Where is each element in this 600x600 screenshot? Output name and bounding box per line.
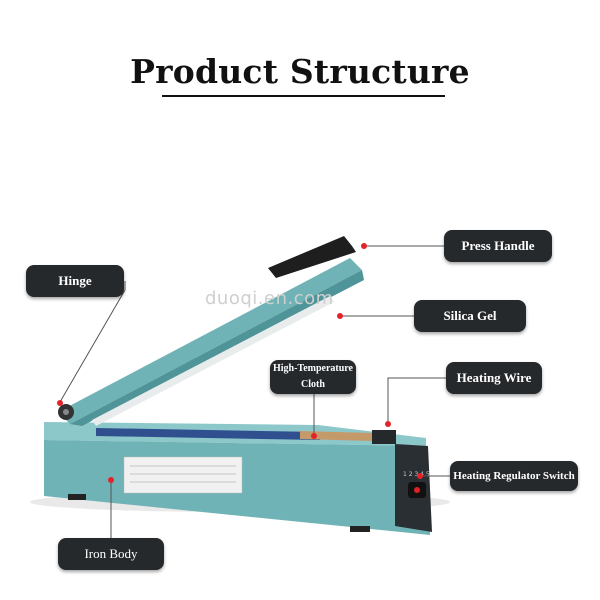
label-hinge: Hinge [26,265,124,297]
label-cloth-line2: Cloth [301,379,325,390]
upper-arm-underside [70,270,364,426]
marker-heating-wire [385,421,391,427]
marker-iron-body [108,477,114,483]
seal-strip [96,428,320,440]
title-underline [162,95,445,97]
high-temp-cloth [300,431,372,441]
page-title: Product Structure [130,52,470,91]
marker-silica-gel [337,313,343,319]
label-high-temperature-cloth: High-Temperature Cloth [270,360,356,394]
spec-plate [123,456,243,494]
label-heating-wire: Heating Wire [446,362,542,394]
markers [57,243,423,483]
label-cloth-line1: High-Temperature [273,363,353,374]
marker-cloth [311,433,317,439]
regulator-scale: 1 2 3 4 5 [403,471,430,478]
label-heating-regulator-switch: Heating Regulator Switch [450,461,578,491]
marker-hinge [57,400,63,406]
label-press-handle: Press Handle [444,230,552,262]
press-handle-grip [268,236,356,278]
marker-regulator [417,473,423,479]
label-silica-gel: Silica Gel [414,300,526,332]
leader-lines [59,245,450,540]
upper-arm [58,258,362,424]
label-iron-body: Iron Body [58,538,164,570]
marker-press-handle [361,243,367,249]
heating-wire-block [372,430,396,444]
regulator-indicator [414,487,420,493]
silica-gel-strip [92,296,334,426]
watermark: duoqi.en.com [205,288,334,309]
